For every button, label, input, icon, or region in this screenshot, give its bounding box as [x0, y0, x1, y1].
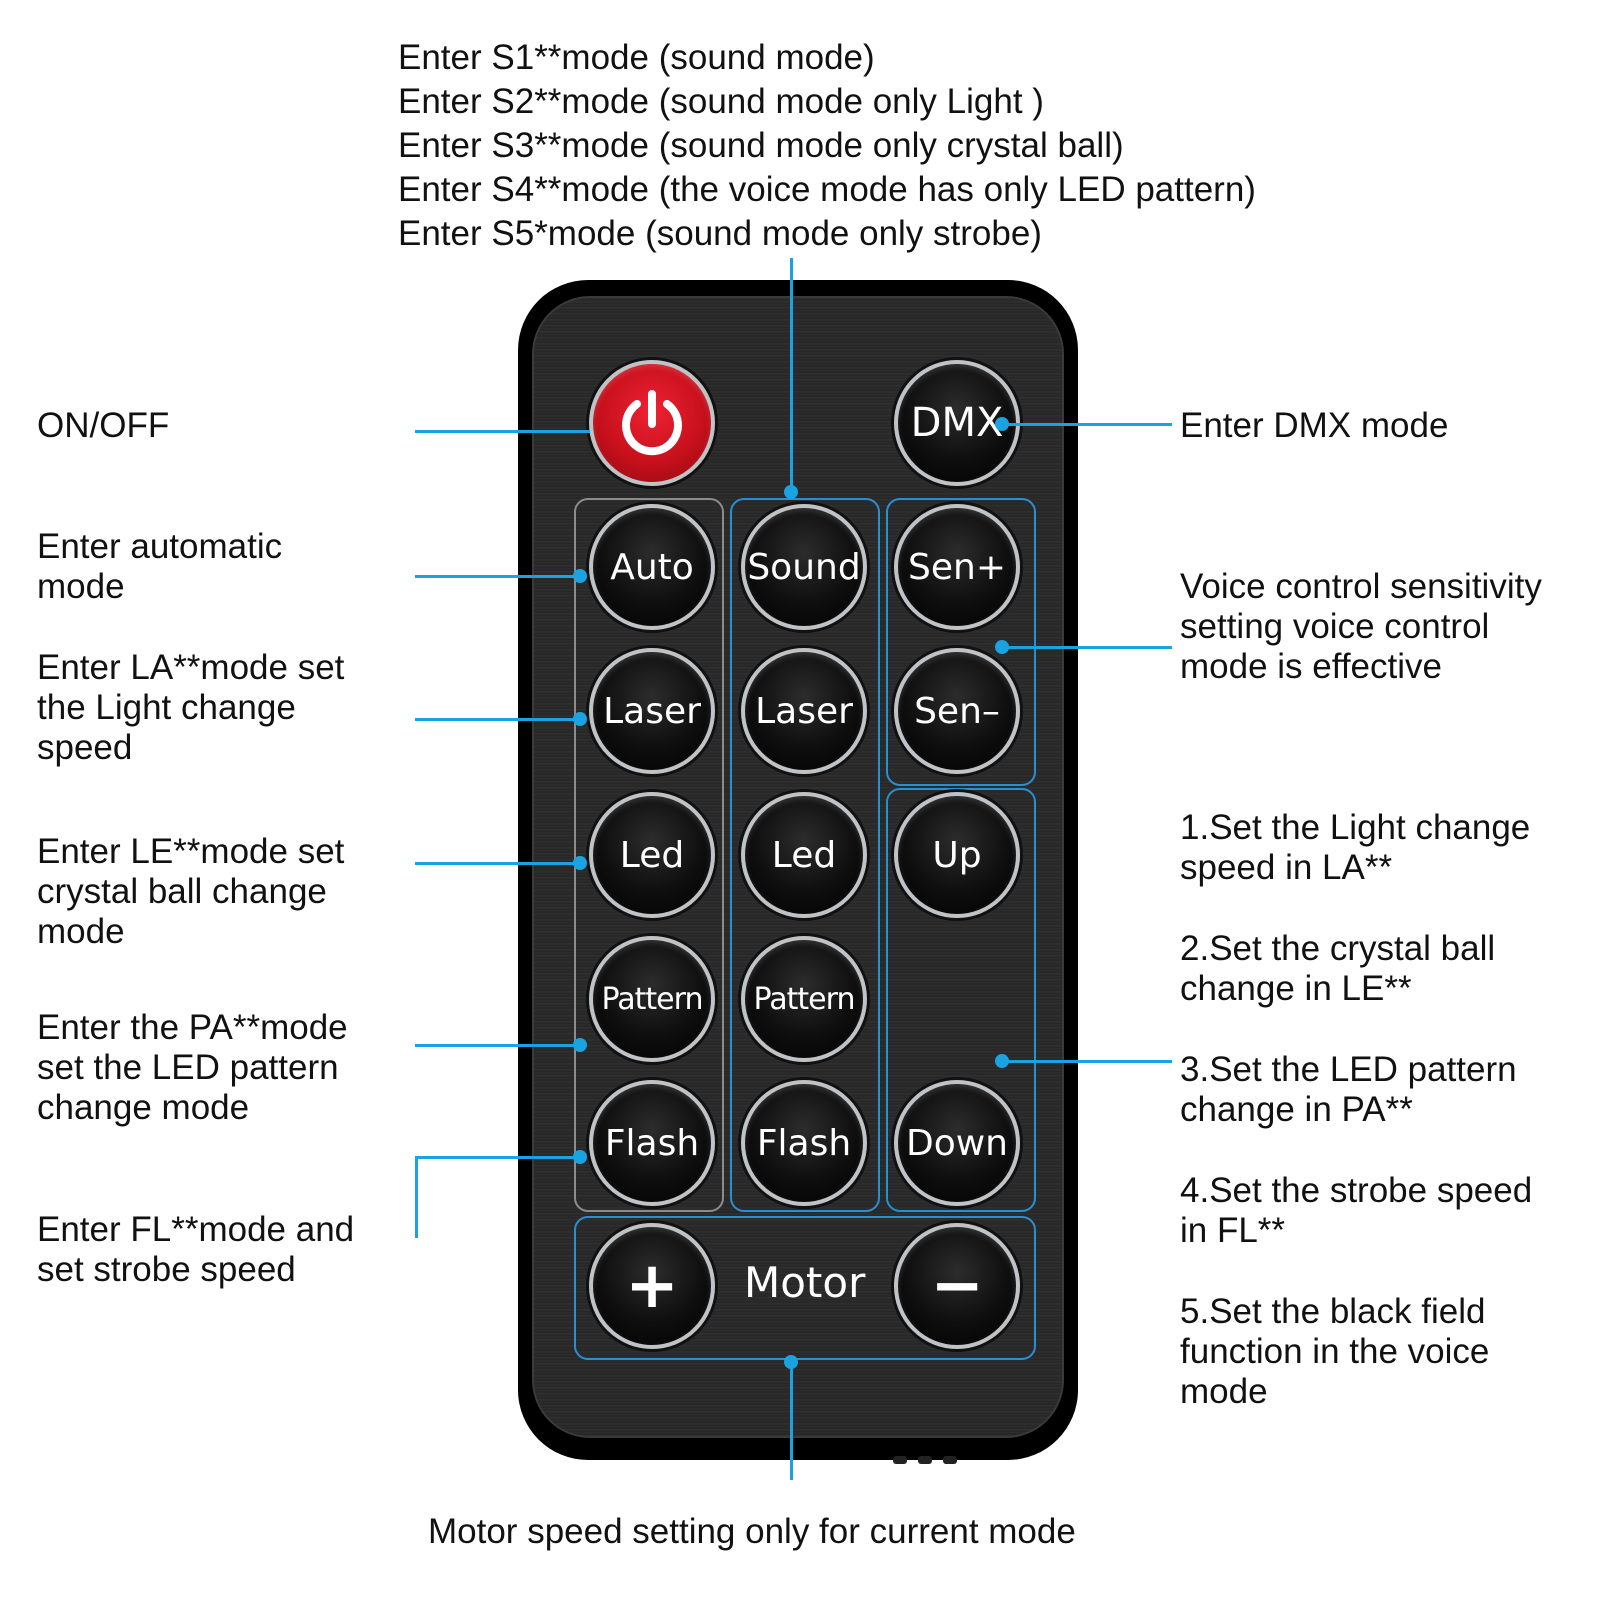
- laser-callout-dot: [573, 712, 587, 726]
- pattern-callout: Enter the PA**mode set the LED pattern c…: [37, 1008, 348, 1127]
- led-callout-dot: [573, 856, 587, 870]
- motor-callout-line: [790, 1362, 793, 1480]
- on-off-callout: ON/OFF: [37, 406, 170, 445]
- remote-foot: [918, 1456, 932, 1464]
- sound-button[interactable]: Sound: [741, 504, 867, 630]
- sound-callout-line: [790, 258, 793, 490]
- motor-label: Motor: [744, 1258, 866, 1307]
- flash-button-mid[interactable]: Flash: [741, 1080, 867, 1206]
- motor-minus-button[interactable]: −: [894, 1223, 1020, 1349]
- updown-callout-3: 3.Set the LED pattern change in PA**: [1180, 1050, 1517, 1129]
- updown-callout-dot: [995, 1054, 1009, 1068]
- led-button-mid[interactable]: Led: [741, 792, 867, 918]
- power-button[interactable]: [589, 360, 715, 486]
- updown-callout-4: 4.Set the strobe speed in FL**: [1180, 1171, 1533, 1250]
- up-down-button-group: [886, 788, 1036, 1212]
- sen-minus-button[interactable]: Sen–: [894, 648, 1020, 774]
- auto-button[interactable]: Auto: [589, 504, 715, 630]
- minus-icon: −: [930, 1249, 984, 1323]
- flash-button-left[interactable]: Flash: [589, 1080, 715, 1206]
- auto-callout: Enter automatic mode: [37, 527, 283, 606]
- up-button[interactable]: Up: [894, 792, 1020, 918]
- sensitivity-button-group: [886, 498, 1036, 786]
- remote-control: DMX Auto Sound Sen+ Laser Laser Sen– Led…: [518, 280, 1078, 1464]
- laser-callout-line: [415, 718, 580, 721]
- remote-foot: [893, 1456, 907, 1464]
- motor-callout-dot: [784, 1355, 798, 1369]
- remote-foot: [943, 1456, 957, 1464]
- power-callout-line: [415, 430, 590, 433]
- laser-callout: Enter LA**mode set the Light change spee…: [37, 648, 345, 767]
- remote-face: DMX Auto Sound Sen+ Laser Laser Sen– Led…: [532, 296, 1064, 1438]
- dmx-callout-dot: [995, 417, 1009, 431]
- laser-button-left[interactable]: Laser: [589, 648, 715, 774]
- motor-button-group: [574, 1216, 1036, 1360]
- pattern-button-left[interactable]: Pattern: [589, 936, 715, 1062]
- updown-callout-line: [1002, 1060, 1172, 1063]
- updown-callout-2: 2.Set the crystal ball change in LE**: [1180, 929, 1496, 1008]
- plus-icon: +: [625, 1249, 679, 1323]
- motor-callout: Motor speed setting only for current mod…: [428, 1512, 1076, 1551]
- sensitivity-callout-dot: [995, 640, 1009, 654]
- down-button[interactable]: Down: [894, 1080, 1020, 1206]
- pattern-callout-line: [415, 1044, 580, 1047]
- auto-callout-line: [415, 575, 580, 578]
- updown-callout-1: 1.Set the Light change speed in LA**: [1180, 808, 1531, 887]
- led-callout: Enter LE**mode set crystal ball change m…: [37, 832, 345, 951]
- flash-callout-line-v: [415, 1156, 418, 1238]
- sensitivity-callout-line: [1002, 646, 1172, 649]
- flash-callout-line-h: [415, 1156, 580, 1159]
- motor-plus-button[interactable]: +: [589, 1223, 715, 1349]
- dmx-callout: Enter DMX mode: [1180, 406, 1449, 445]
- pattern-callout-dot: [573, 1038, 587, 1052]
- sound-modes-callout: Enter S1**mode (sound mode) Enter S2**mo…: [398, 38, 1256, 253]
- sound-button-group: [730, 498, 880, 1212]
- led-callout-line: [415, 862, 580, 865]
- power-icon: [622, 390, 682, 456]
- laser-button-mid[interactable]: Laser: [741, 648, 867, 774]
- led-button-left[interactable]: Led: [589, 792, 715, 918]
- sensitivity-callout: Voice control sensitivity setting voice …: [1180, 567, 1542, 686]
- sound-callout-dot: [784, 485, 798, 499]
- flash-callout: Enter FL**mode and set strobe speed: [37, 1210, 355, 1289]
- updown-callout-5: 5.Set the black field function in the vo…: [1180, 1292, 1490, 1411]
- auto-callout-dot: [573, 569, 587, 583]
- flash-callout-dot: [573, 1150, 587, 1164]
- sen-plus-button[interactable]: Sen+: [894, 504, 1020, 630]
- pattern-button-mid[interactable]: Pattern: [741, 936, 867, 1062]
- left-button-group: [574, 498, 724, 1212]
- dmx-callout-line: [1002, 423, 1172, 426]
